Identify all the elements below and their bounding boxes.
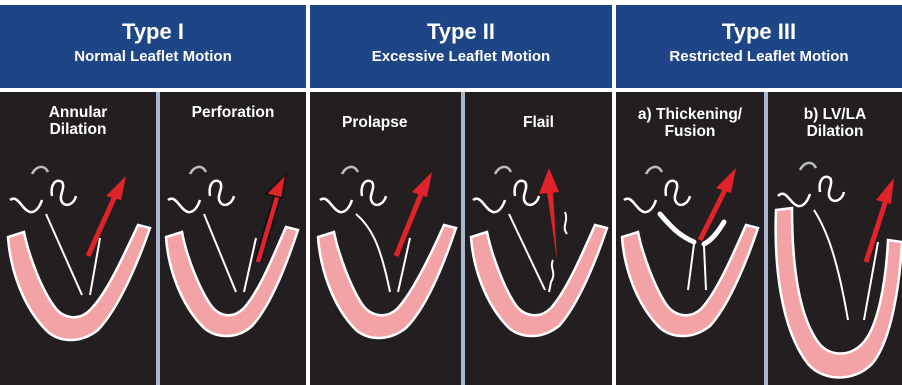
chord-line: [800, 163, 816, 170]
heart-illustration: [616, 92, 764, 385]
panel-lv-la-dilation: b) LV/LA Dilation: [768, 92, 902, 385]
type-iii-header: Type III Restricted Leaflet Motion: [616, 5, 902, 88]
regurgitant-arrowhead: [266, 174, 286, 198]
atrial-wall: [320, 199, 352, 212]
atrial-wall: [778, 194, 810, 206]
heart-illustration: [0, 92, 156, 385]
anterior-leaflet: [204, 214, 236, 292]
heart-illustration: [160, 92, 306, 385]
heart-illustration: [465, 92, 612, 385]
chord-line: [495, 167, 511, 174]
type-ii-subtitle: Excessive Leaflet Motion: [310, 47, 612, 67]
anterior-leaflet: [509, 214, 545, 290]
divider: [156, 92, 160, 385]
flail-leaflet: [549, 212, 567, 292]
chord-line: [190, 167, 206, 174]
regurgitant-arrowhead: [106, 176, 126, 200]
anterior-leaflet: [46, 214, 82, 295]
aortic-root: [52, 181, 76, 205]
type-ii-header: Type II Excessive Leaflet Motion: [310, 5, 612, 88]
type-iii-subtitle: Restricted Leaflet Motion: [616, 47, 902, 67]
lv-myocardium: [471, 225, 607, 336]
atrial-wall: [168, 199, 200, 212]
panel-annular-dilation: Annular Dilation: [0, 92, 156, 385]
regurgitant-jet: [547, 191, 557, 260]
regurgitant-jet: [700, 188, 726, 240]
regurgitant-arrowhead: [539, 168, 559, 194]
posterior-leaflet: [244, 238, 256, 292]
atrial-wall: [624, 199, 656, 212]
aortic-root: [362, 181, 386, 205]
regurgitant-arrowhead: [412, 172, 432, 197]
type-i-subtitle: Normal Leaflet Motion: [0, 47, 306, 67]
type-ii-title: Type II: [310, 19, 612, 45]
atrial-wall: [473, 199, 505, 212]
anterior-leaflet: [356, 214, 390, 292]
panel-prolapse: Prolapse: [310, 92, 461, 385]
chord-line: [342, 167, 358, 174]
atrial-wall: [10, 199, 42, 212]
regurgitant-arrowhead: [716, 168, 736, 193]
divider: [764, 92, 768, 385]
regurgitant-jet: [88, 194, 116, 256]
aortic-root: [666, 181, 690, 205]
type-iii-title: Type III: [616, 19, 902, 45]
heart-illustration: [310, 92, 461, 385]
chord-line: [646, 167, 662, 174]
aortic-root: [210, 181, 234, 205]
panel-flail: Flail: [465, 92, 612, 385]
aortic-root: [515, 181, 539, 205]
lv-myocardium: [8, 225, 150, 340]
heart-illustration: [768, 92, 902, 385]
chordae: [688, 244, 706, 290]
lv-myocardium: [776, 208, 902, 378]
regurgitant-arrowhead: [876, 178, 894, 204]
type-i-header: Type I Normal Leaflet Motion: [0, 5, 306, 88]
aortic-root: [820, 177, 844, 201]
panel-perforation: Perforation: [160, 92, 306, 385]
chord-line: [32, 167, 48, 174]
anterior-leaflet: [814, 210, 848, 320]
panel-thickening-fusion: a) Thickening/ Fusion: [616, 92, 764, 385]
thickened-leaflets: [660, 214, 724, 244]
divider: [461, 92, 465, 385]
type-i-title: Type I: [0, 19, 306, 45]
